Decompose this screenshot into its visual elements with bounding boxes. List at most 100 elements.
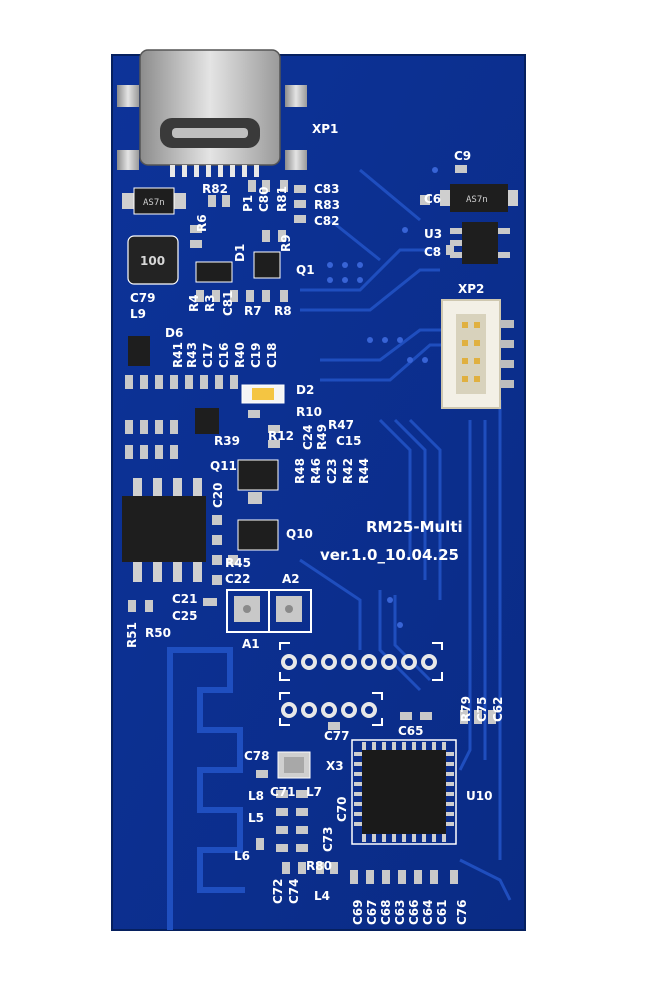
- antenna-trace: [167, 647, 245, 930]
- label-c65: C65: [398, 724, 424, 738]
- inductor-marking: 100: [140, 254, 165, 268]
- diode-right-marking: AS7n: [466, 195, 488, 205]
- label-c72: C72: [271, 878, 285, 904]
- label-c69: C69: [351, 899, 365, 925]
- label-r39: R39: [214, 434, 240, 448]
- transistors: [128, 222, 510, 551]
- crystal-x3: [277, 751, 311, 779]
- label-r48: R48: [293, 458, 307, 484]
- connector-xp2: [441, 299, 514, 409]
- label-xp1: XP1: [312, 122, 338, 136]
- label-c68: C68: [379, 899, 393, 925]
- label-c76: C76: [455, 899, 469, 925]
- label-c80: C80: [257, 186, 271, 212]
- label-r41: R41: [171, 342, 185, 368]
- label-c24: C24: [301, 424, 315, 450]
- label-q10: Q10: [286, 527, 313, 541]
- label-r46: R46: [309, 458, 323, 484]
- smd-components: [125, 165, 496, 884]
- label-r45: R45: [225, 556, 251, 570]
- label-c73: C73: [321, 826, 335, 852]
- label-d6: D6: [165, 326, 183, 340]
- diode-as7n-right: AS7n: [440, 184, 518, 212]
- diode-left-marking: AS7n: [143, 198, 165, 208]
- header-row-5: [279, 692, 383, 726]
- label-c19: C19: [249, 342, 263, 368]
- test-pads-a1-a2: [226, 589, 312, 633]
- label-c81: C81: [221, 290, 235, 316]
- label-r44: R44: [357, 458, 371, 484]
- label-r47: R47: [328, 418, 354, 432]
- label-r83: R83: [314, 198, 340, 212]
- label-c63: C63: [393, 899, 407, 925]
- silkscreen-labels: XP1 XP2 C83 R83 C82 R82 Q1 C79 L9 R7 R8 …: [125, 122, 505, 925]
- label-r42: R42: [341, 458, 355, 484]
- label-c83: C83: [314, 182, 340, 196]
- mcu-u10: [351, 739, 457, 845]
- label-r81: R81: [275, 186, 289, 212]
- label-a1: A1: [242, 637, 260, 651]
- label-l4: L4: [314, 889, 330, 903]
- label-r9: R9: [279, 234, 293, 252]
- label-r49: R49: [315, 424, 329, 450]
- diode-as7n-left: AS7n: [122, 187, 186, 215]
- label-c78: C78: [244, 749, 270, 763]
- label-c17: C17: [201, 342, 215, 368]
- label-c20: C20: [211, 482, 225, 508]
- label-r43: R43: [185, 342, 199, 368]
- label-c64: C64: [421, 899, 435, 925]
- label-c71: C71: [270, 785, 296, 799]
- label-l9: L9: [130, 307, 146, 321]
- label-r10: R10: [296, 405, 322, 419]
- label-c70: C70: [335, 796, 349, 822]
- board-name: RM25-Multi: [366, 518, 463, 536]
- label-c16: C16: [217, 342, 231, 368]
- copper-traces: [299, 168, 512, 901]
- label-q11: Q11: [210, 459, 237, 473]
- label-r4: R4: [187, 294, 201, 312]
- label-l7: L7: [306, 785, 322, 799]
- label-r40: R40: [233, 342, 247, 368]
- label-c15: C15: [336, 434, 362, 448]
- led-d2: [241, 384, 285, 404]
- board-version: ver.1.0_10.04.25: [320, 546, 459, 564]
- label-c82: C82: [314, 214, 340, 228]
- label-c75: C75: [475, 696, 489, 722]
- label-c8: C8: [424, 245, 441, 259]
- inductor-l9: 100: [127, 235, 179, 285]
- label-p1: P1: [241, 195, 255, 212]
- label-c21: C21: [172, 592, 198, 606]
- label-r51: R51: [125, 622, 139, 648]
- label-c23: C23: [325, 458, 339, 484]
- label-a2: A2: [282, 572, 300, 586]
- label-c6: C6: [424, 192, 441, 206]
- label-r80: R80: [306, 859, 332, 873]
- label-c77: C77: [324, 729, 350, 743]
- label-q1: Q1: [296, 263, 315, 277]
- vias: [327, 167, 438, 628]
- label-r79: R79: [459, 696, 473, 722]
- label-l8: L8: [248, 789, 264, 803]
- label-r50: R50: [145, 626, 171, 640]
- label-c67: C67: [365, 899, 379, 925]
- label-r8: R8: [274, 304, 292, 318]
- header-row-8: [279, 642, 443, 681]
- label-r7: R7: [244, 304, 262, 318]
- label-l5: L5: [248, 811, 264, 825]
- label-l6: L6: [234, 849, 250, 863]
- label-r82: R82: [202, 182, 228, 196]
- label-c18: C18: [265, 342, 279, 368]
- label-u10: U10: [466, 789, 492, 803]
- label-c79: C79: [130, 291, 156, 305]
- label-c74: C74: [287, 878, 301, 904]
- label-x3: X3: [326, 759, 344, 773]
- soic8-ic: [122, 478, 206, 582]
- label-r6: R6: [195, 214, 209, 232]
- label-c9: C9: [454, 149, 471, 163]
- label-c25: C25: [172, 609, 198, 623]
- usb-c-connector: [117, 49, 307, 177]
- label-xp2: XP2: [458, 282, 484, 296]
- label-d2: D2: [296, 383, 314, 397]
